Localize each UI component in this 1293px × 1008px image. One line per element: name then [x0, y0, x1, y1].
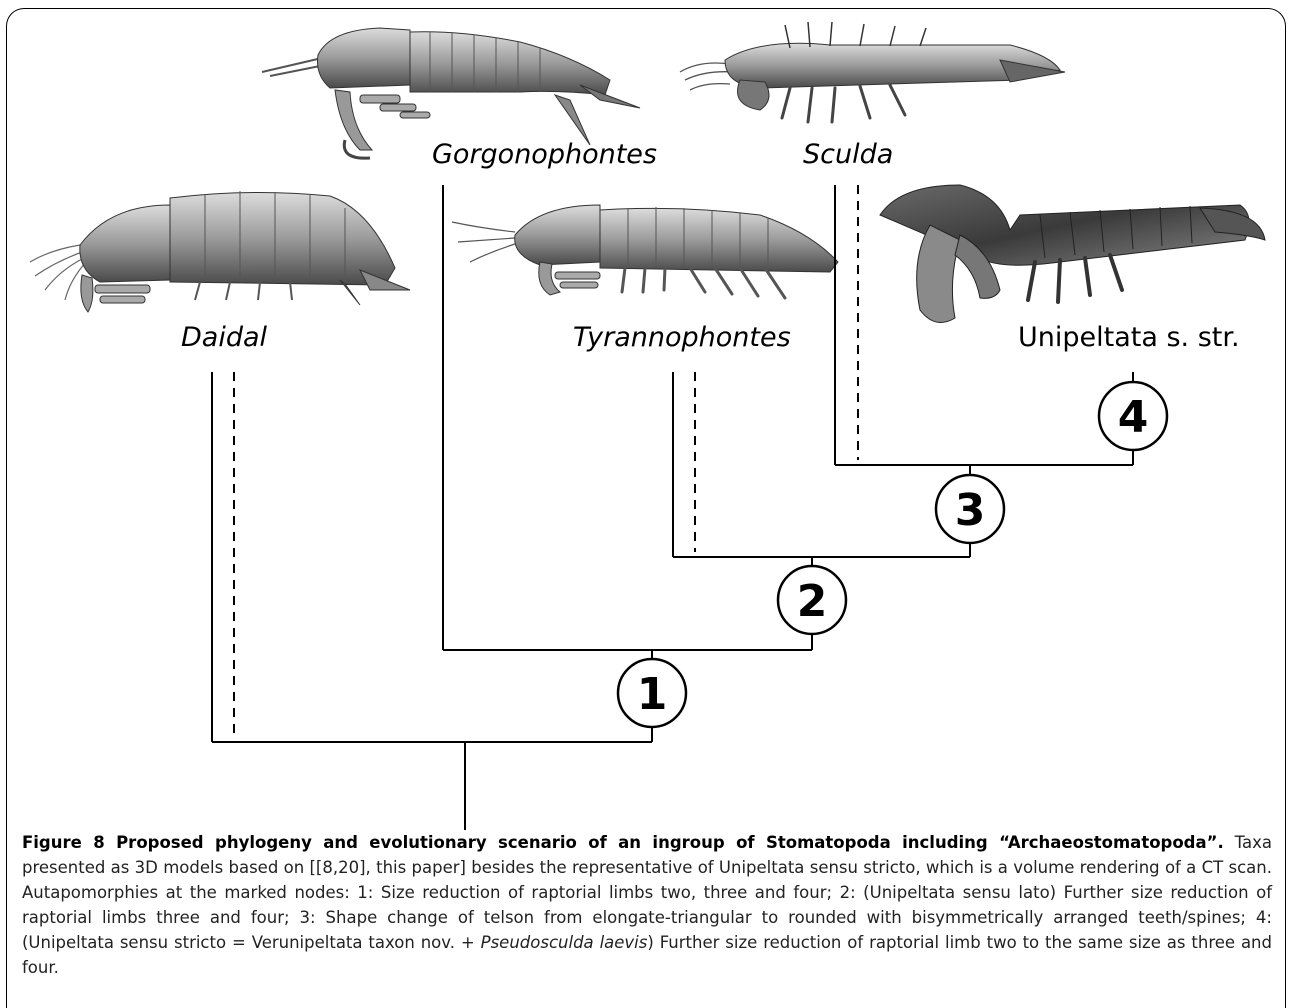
taxon-label-gorgonophontes: Gorgonophontes	[432, 139, 657, 170]
node-3: 3	[936, 475, 1004, 543]
taxon-label-tyrannophontes: Tyrannophontes	[573, 322, 791, 353]
node-1: 1	[618, 659, 686, 727]
svg-text:4: 4	[1118, 392, 1149, 443]
phylogeny-diagram: 1 2 3 4	[0, 0, 1293, 830]
node-2: 2	[778, 566, 846, 634]
node-4: 4	[1099, 382, 1167, 450]
figure-caption: Figure 8 Proposed phylogeny and evolutio…	[22, 830, 1272, 980]
svg-text:3: 3	[955, 485, 986, 536]
unipeltata-ct-scan-icon	[880, 185, 1265, 323]
svg-text:1: 1	[637, 669, 668, 720]
caption-title: Figure 8 Proposed phylogeny and evolutio…	[22, 833, 1217, 852]
daidal-model-icon	[30, 191, 410, 312]
taxon-label-unipeltata: Unipeltata s. str.	[1018, 322, 1240, 353]
taxon-label-sculda: Sculda	[803, 139, 893, 170]
taxon-label-daidal: Daidal	[181, 322, 267, 353]
tyrannophontes-model-icon	[452, 205, 838, 298]
svg-text:2: 2	[797, 576, 828, 627]
caption-italic-species: Pseudosculda laevis	[481, 933, 648, 952]
sculda-model-icon	[680, 22, 1065, 122]
